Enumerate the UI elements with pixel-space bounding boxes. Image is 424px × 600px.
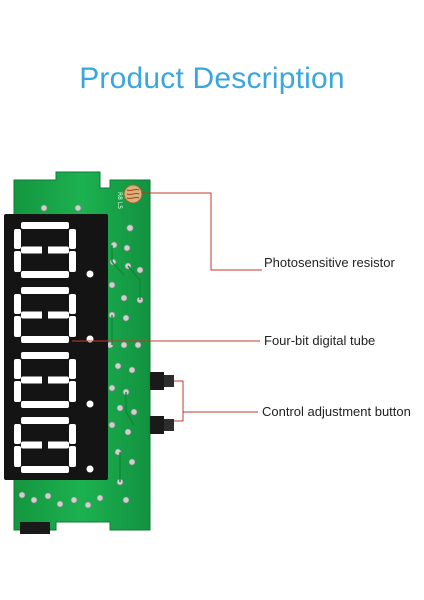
leader-buttons-bracket bbox=[174, 380, 184, 422]
digit-4-gap bbox=[42, 424, 48, 466]
digit-4-segment-e bbox=[14, 446, 21, 467]
digit-2-segment-e bbox=[14, 316, 21, 337]
svg-text:R8 L5: R8 L5 bbox=[116, 192, 123, 209]
digit-4-segment-b bbox=[69, 424, 76, 444]
digit-4-segment-a bbox=[21, 417, 69, 424]
digit-4-decimal-point bbox=[86, 465, 94, 473]
digit-3-segment-c bbox=[69, 381, 76, 402]
digit-1-segment-a bbox=[21, 222, 69, 229]
photoresistor-icon bbox=[123, 184, 143, 204]
display-digits bbox=[14, 222, 94, 473]
pcb-traces bbox=[111, 245, 141, 482]
digit-3-gap bbox=[42, 359, 48, 401]
digit-1-segment-d bbox=[21, 271, 69, 278]
digital-tube-display bbox=[4, 214, 108, 480]
tactile-button-icon bbox=[150, 372, 174, 434]
digit-4-segment-c bbox=[69, 446, 76, 467]
digit-1-segment-e bbox=[14, 251, 21, 272]
digit-2-segment-d bbox=[21, 336, 69, 343]
solder-pads bbox=[18, 204, 144, 509]
label-control-button: Control adjustment button bbox=[262, 404, 411, 419]
digit-1-segment-c bbox=[69, 251, 76, 272]
digit-3-segment-b bbox=[69, 359, 76, 379]
digit-3-segment-d bbox=[21, 401, 69, 408]
page-title: Product Description bbox=[79, 62, 345, 95]
label-digital-tube: Four-bit digital tube bbox=[264, 333, 376, 348]
connector bbox=[20, 522, 50, 534]
digit-1-segment-f bbox=[14, 229, 21, 249]
digit-1-gap bbox=[42, 229, 48, 271]
leader-lines bbox=[72, 192, 262, 422]
digit-4-segment-d bbox=[21, 466, 69, 473]
digit-2-segment-c bbox=[69, 316, 76, 337]
digit-3-decimal-point bbox=[86, 400, 94, 408]
leader-photoresistor bbox=[141, 192, 262, 271]
digit-1-segment-b bbox=[69, 229, 76, 249]
digit-3-segment-e bbox=[14, 381, 21, 402]
digit-3-segment-f bbox=[14, 359, 21, 379]
digit-2-segment-a bbox=[21, 287, 69, 294]
digit-2-gap bbox=[42, 294, 48, 336]
digit-1-decimal-point bbox=[86, 270, 94, 278]
digit-3-segment-a bbox=[21, 352, 69, 359]
digit-2-segment-f bbox=[14, 294, 21, 314]
label-photosensitive-resistor: Photosensitive resistor bbox=[264, 255, 395, 270]
digit-4-segment-f bbox=[14, 424, 21, 444]
digit-2-segment-b bbox=[69, 294, 76, 314]
